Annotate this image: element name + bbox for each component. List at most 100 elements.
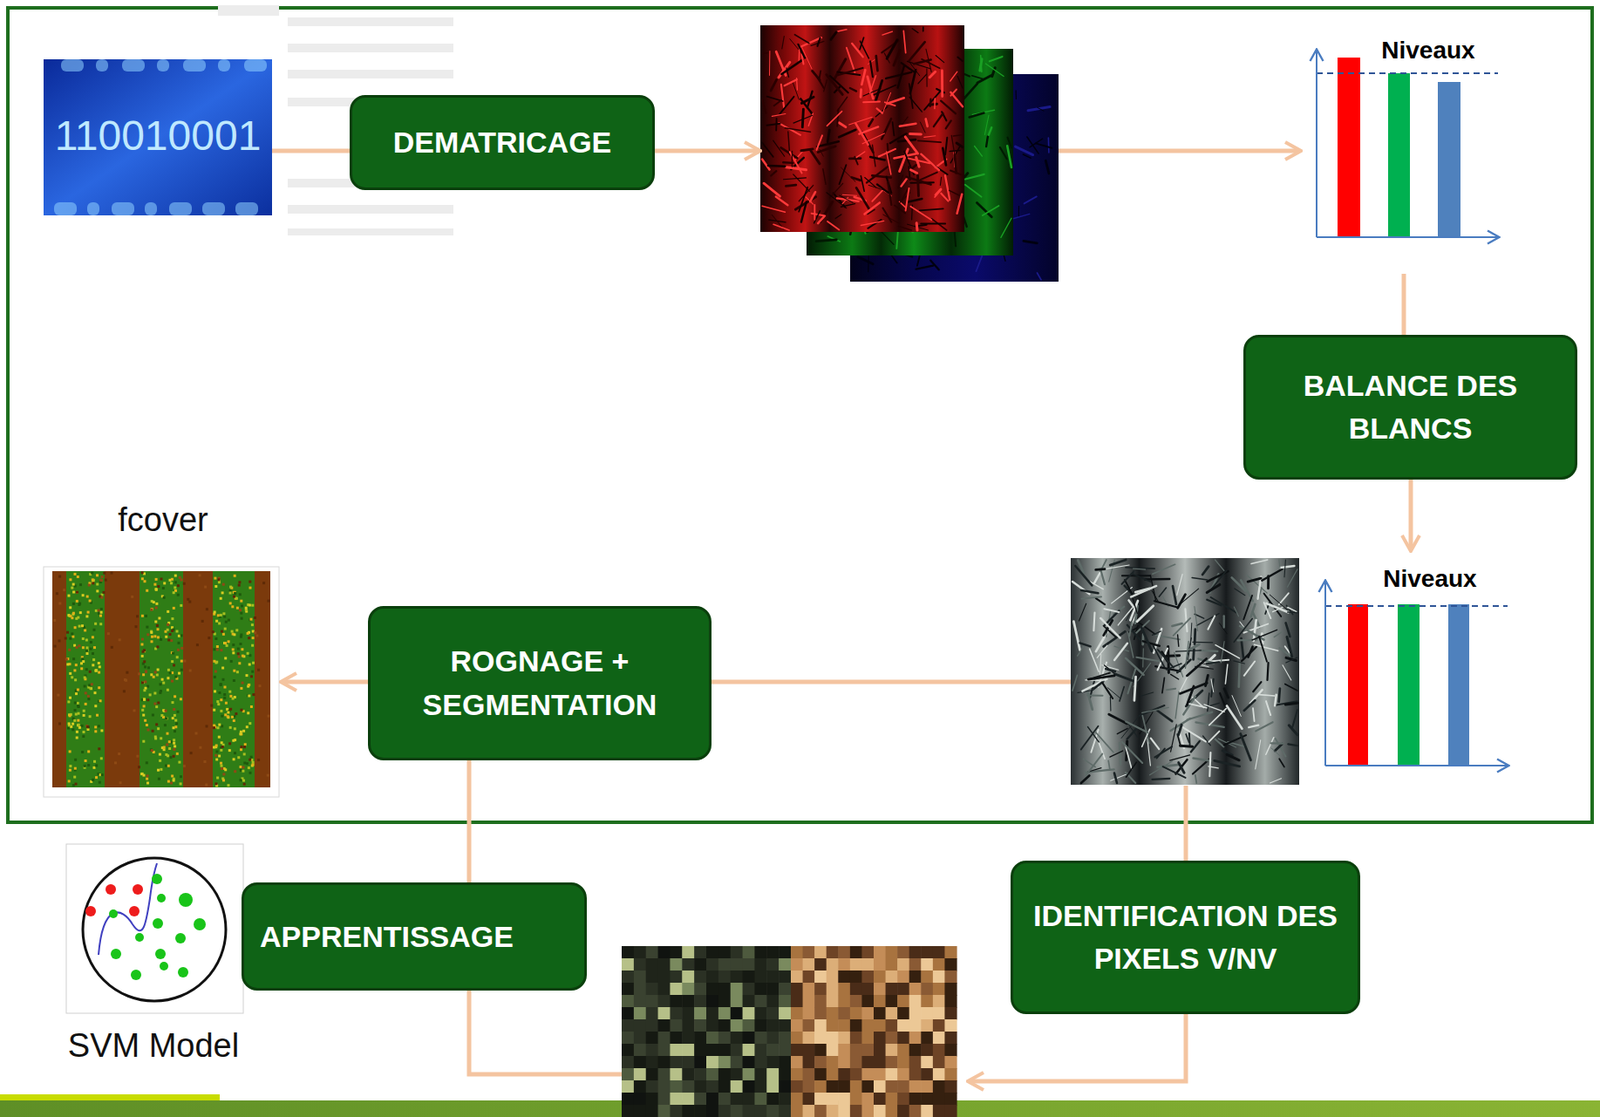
leaf-stroke <box>819 70 822 78</box>
leaf-stroke <box>1128 632 1134 658</box>
pixel <box>754 1007 767 1021</box>
speck <box>212 708 216 712</box>
speck <box>183 764 186 768</box>
speck <box>56 694 60 697</box>
speck <box>123 678 127 681</box>
leaf-stroke <box>1179 674 1189 693</box>
speck <box>221 591 225 594</box>
leaf-stroke <box>1175 692 1179 719</box>
pixel <box>633 958 647 972</box>
leaf-stroke <box>776 197 789 206</box>
pixel <box>803 1104 816 1117</box>
leaf-stroke <box>919 122 926 133</box>
speck <box>68 749 72 753</box>
speck <box>169 633 172 636</box>
pixel <box>909 1080 922 1094</box>
speck <box>223 693 226 696</box>
speck <box>238 732 242 736</box>
leaf-stroke <box>982 205 1000 216</box>
speck <box>100 596 103 600</box>
leaf-stroke <box>876 55 879 71</box>
speck <box>78 602 82 606</box>
speck <box>215 758 218 762</box>
pixel <box>646 982 659 996</box>
flow-line <box>469 990 622 1075</box>
leaf-stroke <box>1177 660 1191 674</box>
leaf-stroke <box>1255 740 1261 770</box>
leaf-stroke <box>1279 592 1289 605</box>
leaf-stroke <box>977 74 992 83</box>
leaf-stroke <box>920 154 940 171</box>
speck <box>205 607 209 611</box>
leaf-stroke <box>1186 702 1207 708</box>
leaf-stroke <box>838 122 846 128</box>
speck <box>175 721 178 725</box>
speck <box>67 727 70 730</box>
speck <box>229 726 232 729</box>
leaf-stroke <box>1187 712 1213 721</box>
speck <box>180 646 184 650</box>
pixel <box>621 970 634 984</box>
speck <box>82 709 86 713</box>
leaf-stroke <box>1072 674 1078 691</box>
leaf-stroke <box>1150 738 1160 750</box>
leaf-stroke <box>1207 615 1215 629</box>
pixel <box>706 1080 719 1094</box>
pixel <box>837 1019 851 1033</box>
speck <box>196 643 199 647</box>
speck <box>76 719 80 722</box>
speck <box>70 675 74 679</box>
speck <box>239 642 243 646</box>
speck <box>70 586 74 590</box>
digit-fragments <box>54 59 267 216</box>
speck <box>163 723 167 727</box>
pixel <box>944 1080 957 1094</box>
speck <box>214 585 218 588</box>
pixel <box>920 1104 933 1117</box>
pixel <box>909 1031 922 1045</box>
leaf-stroke <box>1267 662 1269 681</box>
leaf-stroke <box>1079 603 1087 621</box>
speck <box>173 694 177 698</box>
speck <box>145 589 149 593</box>
pixel <box>730 1092 743 1106</box>
speck <box>224 627 227 631</box>
speck <box>180 668 184 672</box>
pixel <box>897 1104 910 1117</box>
speck <box>251 630 255 634</box>
speck <box>81 724 84 728</box>
pixel <box>909 958 922 972</box>
speck <box>73 719 76 722</box>
leaf-stroke <box>835 214 842 219</box>
speck <box>173 744 177 748</box>
speck <box>213 611 217 614</box>
speck <box>99 699 103 702</box>
speck <box>232 679 236 682</box>
speck <box>237 755 240 759</box>
leaf-stroke <box>1251 604 1256 617</box>
speck <box>146 633 150 636</box>
pixel <box>803 958 816 972</box>
leaf-stroke <box>842 194 857 196</box>
leaf-stroke <box>1215 645 1240 659</box>
leaf-stroke <box>980 55 982 73</box>
speck <box>220 724 224 728</box>
speck <box>222 583 225 586</box>
pixel <box>814 982 827 996</box>
red-point <box>105 884 116 895</box>
pixel <box>790 982 804 996</box>
speck <box>74 758 77 762</box>
pixel <box>850 970 863 984</box>
speck <box>204 760 207 763</box>
leaf-stroke <box>1233 660 1246 664</box>
pixel <box>861 946 874 960</box>
speck <box>69 614 73 618</box>
speck <box>155 722 158 726</box>
speck <box>217 702 220 706</box>
leaf-stroke <box>976 255 983 272</box>
leaf-stroke <box>1081 726 1099 750</box>
speck <box>251 693 255 696</box>
speck <box>164 709 168 713</box>
leaf-stroke <box>1279 688 1280 702</box>
speck <box>217 755 221 758</box>
